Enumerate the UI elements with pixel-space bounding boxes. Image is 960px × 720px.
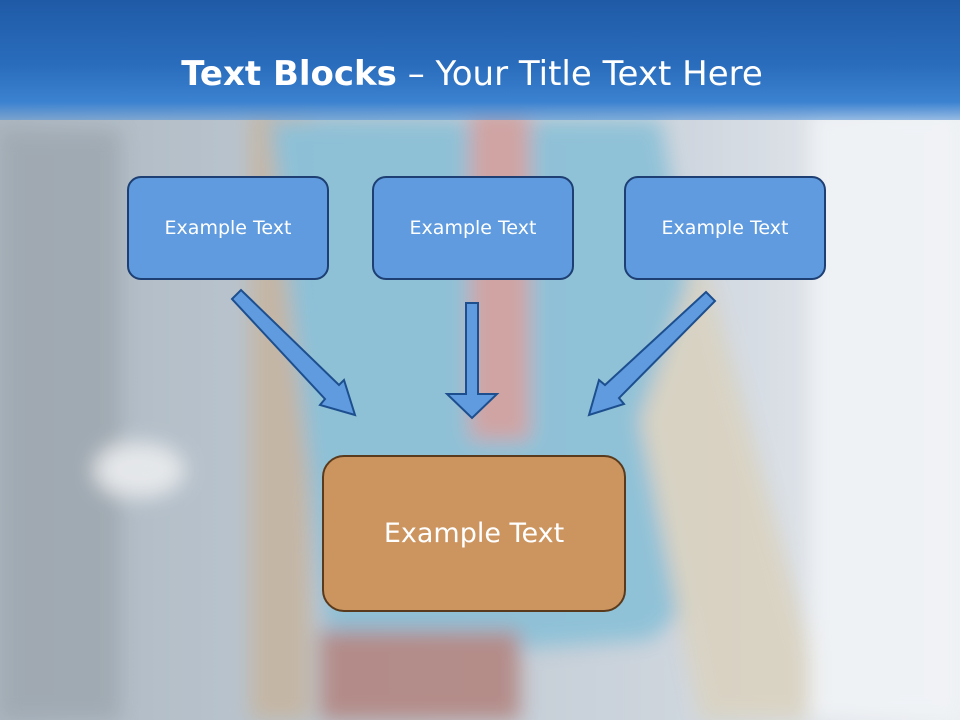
text-block-1-label: Example Text xyxy=(164,217,292,239)
title-rest-text: – Your Title Text Here xyxy=(396,54,763,94)
text-block-1[interactable]: Example Text xyxy=(127,176,329,280)
title-bold-text: Text Blocks xyxy=(181,54,397,94)
text-block-3-label: Example Text xyxy=(661,217,789,239)
slide-title: Text Blocks – Your Title Text Here xyxy=(0,52,944,96)
text-block-3[interactable]: Example Text xyxy=(624,176,826,280)
text-block-2-label: Example Text xyxy=(409,217,537,239)
result-block-label: Example Text xyxy=(383,518,565,549)
text-block-2[interactable]: Example Text xyxy=(372,176,574,280)
result-block[interactable]: Example Text xyxy=(322,455,626,612)
title-bar xyxy=(0,0,960,120)
